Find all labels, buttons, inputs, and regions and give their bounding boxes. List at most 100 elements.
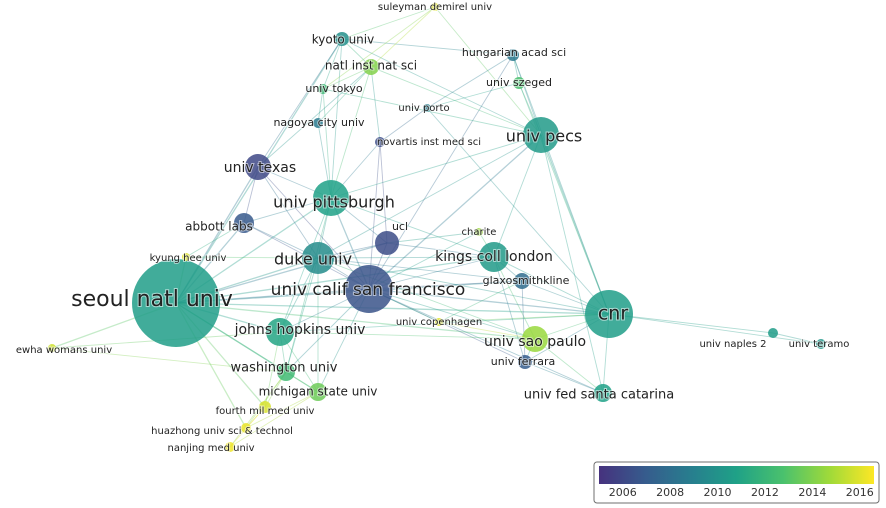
label-kyoto[interactable]: kyoto univ [311,32,375,48]
node-texas[interactable] [245,154,271,180]
link-pecs-tokyo [322,88,542,136]
institution-nodes [48,3,826,452]
label-kyunghee[interactable]: kyung hee univ [149,252,228,265]
label-ucl[interactable]: ucl [391,219,409,234]
label-charite[interactable]: charite [461,226,498,239]
link-tokyo-nagoya [317,88,324,124]
node-glaxo[interactable] [514,273,530,289]
node-wash[interactable] [277,363,295,381]
node-msu[interactable] [309,383,327,401]
node-teramo[interactable] [816,339,826,349]
label-abbott[interactable]: abbott labs [184,219,254,235]
link-szeged-porto [426,82,520,109]
label-kcl[interactable]: kings coll london [434,248,554,266]
link-seoul-kcl [175,256,495,304]
link-sao-copen [438,321,536,340]
label-teramo[interactable]: univ teramo [788,338,851,351]
node-fourth[interactable] [259,401,271,413]
label-natl[interactable]: natl inst nat sci [324,58,418,74]
node-suleyman[interactable] [431,3,439,11]
node-nanjing[interactable] [225,442,235,452]
label-pecs[interactable]: univ pecs [505,126,583,147]
link-kyoto-suleyman [341,6,436,40]
label-seoul[interactable]: seoul natl univ [70,286,234,313]
node-szeged[interactable] [513,77,525,89]
label-duke[interactable]: duke univ [273,249,353,270]
label-naples[interactable]: univ naples 2 [698,338,767,351]
label-ewha[interactable]: ewha womans univ [15,344,113,357]
label-msu[interactable]: michigan state univ [258,384,379,400]
link-pecs-pitt [330,134,542,199]
node-ucl[interactable] [375,231,399,255]
label-huazhong[interactable]: huazhong univ sci & technol [150,425,294,438]
label-szeged[interactable]: univ szeged [485,75,553,90]
label-suleyman[interactable]: suleyman demirel univ [377,1,493,14]
link-kcl-ucl [386,242,495,258]
node-kyoto[interactable] [335,32,349,46]
node-ferrara[interactable] [518,355,532,369]
node-jhu[interactable] [266,318,294,346]
node-naples[interactable] [768,328,778,338]
label-glaxo[interactable]: glaxosmithkline [482,273,571,288]
node-tokyo[interactable] [318,84,328,94]
node-charite[interactable] [475,228,483,236]
label-porto[interactable]: univ porto [397,102,450,115]
node-pitt[interactable] [313,180,349,216]
legend-tick-2012: 2012 [751,486,779,499]
link-cnr-teramo [608,313,822,345]
label-tokyo[interactable]: univ tokyo [304,81,364,96]
label-ferrara[interactable]: univ ferrara [490,354,557,369]
legend-tick-2010: 2010 [704,486,732,499]
link-pecs-natl [370,66,542,136]
legend-tick-2016: 2016 [846,486,874,499]
node-santa[interactable] [594,384,612,402]
node-novartis[interactable] [375,137,385,147]
link-natl-novartis [370,66,381,143]
link-ucsf-cnr [368,288,610,315]
node-seoul[interactable] [132,259,220,347]
link-cnr-naples [608,313,774,334]
node-nagoya[interactable] [313,118,323,128]
label-cnr[interactable]: cnr [597,302,629,326]
node-pecs[interactable] [523,117,559,153]
link-msu-nanjing [229,391,319,448]
link-ucl-novartis [379,141,388,244]
link-pitt-tokyo [322,88,332,199]
node-duke[interactable] [302,242,334,274]
link-ucsf-santa [368,288,604,394]
link-cnr-jhu [279,313,610,333]
label-pitt[interactable]: univ pittsburgh [272,192,396,213]
node-sao[interactable] [522,326,548,352]
node-hung[interactable] [507,49,519,61]
label-ucsf[interactable]: univ calif san francisco [270,279,467,301]
label-nanjing[interactable]: nanjing med univ [166,442,255,455]
link-pitt-kyoto [330,38,343,199]
node-huazhong[interactable] [241,423,251,433]
label-hung[interactable]: hungarian acad sci [461,45,567,60]
node-ewha[interactable] [48,344,56,352]
label-jhu[interactable]: johns hopkins univ [233,321,367,339]
label-copen[interactable]: univ copenhagen [395,316,483,329]
label-nagoya[interactable]: nagoya city univ [272,115,366,130]
label-fourth[interactable]: fourth mil med univ [215,405,316,418]
link-nanjing-wash [229,371,287,448]
node-porto[interactable] [423,104,431,112]
link-ucsf-ferrara [368,288,526,363]
label-santa[interactable]: univ fed santa catarina [523,387,675,404]
link-charite-ucl [386,231,480,244]
link-santa-ferrara [524,361,604,394]
label-novartis[interactable]: novartis inst med sci [376,136,482,149]
node-natl[interactable] [363,59,379,75]
label-wash[interactable]: washington univ [230,360,339,377]
link-cnr-pecs [540,134,610,315]
node-ucsf[interactable] [345,265,393,313]
label-sao[interactable]: univ sao paulo [483,333,587,351]
node-copen[interactable] [435,318,443,326]
node-cnr[interactable] [585,290,633,338]
node-kcl[interactable] [479,242,509,272]
label-texas[interactable]: univ texas [223,159,297,177]
node-kyunghee[interactable] [182,253,190,261]
node-abbott[interactable] [234,213,254,233]
